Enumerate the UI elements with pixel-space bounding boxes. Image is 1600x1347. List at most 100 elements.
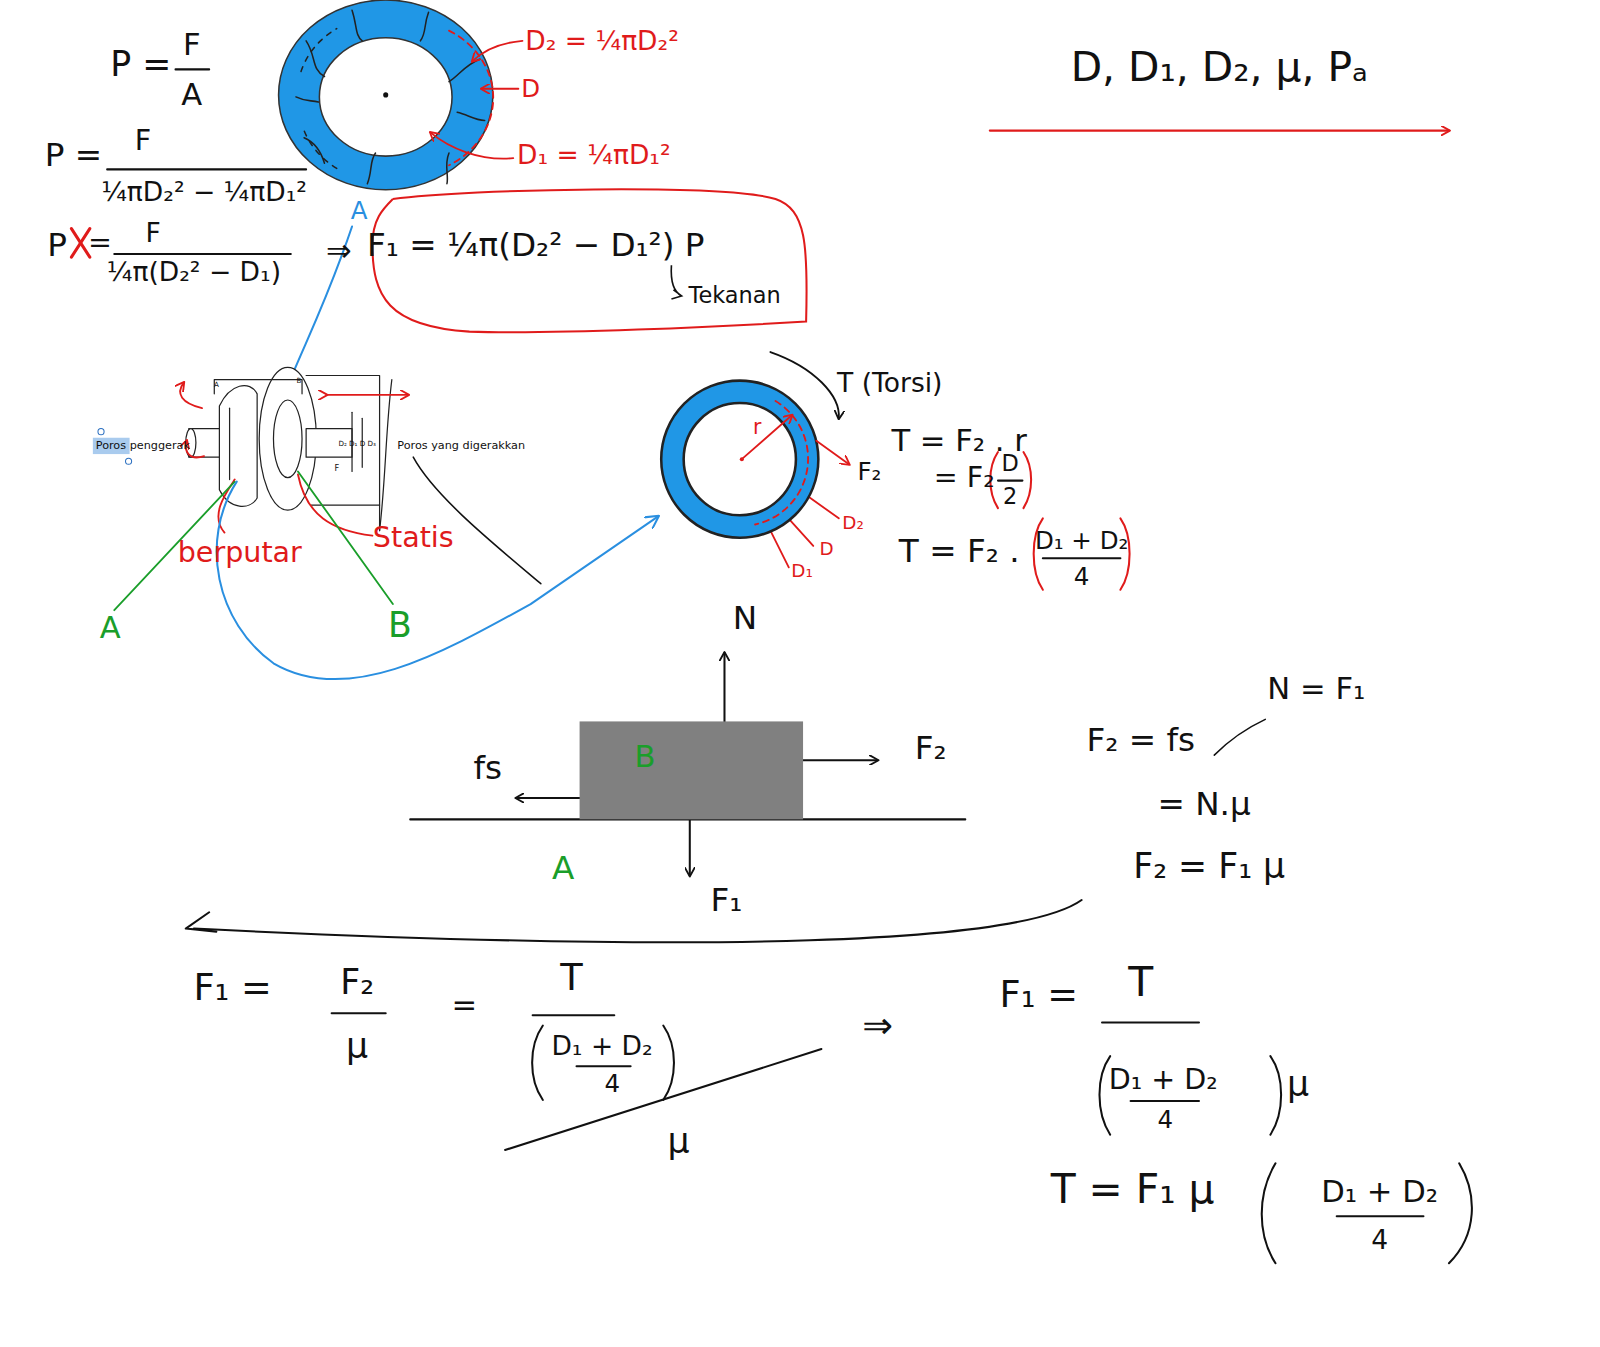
parentheses <box>532 1026 543 1100</box>
sketch-label: F₂ <box>857 459 881 483</box>
sketch-label: F <box>135 127 151 156</box>
free-body <box>516 797 586 799</box>
sketch-label: 4 <box>1371 1227 1388 1254</box>
ring-section <box>304 131 337 169</box>
parentheses <box>663 1026 674 1100</box>
sketch-label: ¼πD₂² − ¼πD₁² <box>101 179 307 206</box>
leader-lines <box>431 133 514 159</box>
sketch-label: N = F₁ <box>1267 673 1365 704</box>
sketch-label: F₁ <box>711 884 743 917</box>
ring-section <box>304 138 324 164</box>
fraction-lines <box>577 1065 631 1067</box>
ring-section <box>352 10 362 41</box>
cross-mark <box>71 229 89 258</box>
sketch-label: F₂ = F₁ μ <box>1133 848 1285 883</box>
clutch-annotations <box>114 383 658 680</box>
sketch-label: A <box>351 199 368 223</box>
sketch-label: Poros yang digerakkan <box>397 440 525 451</box>
sketch-label: 4 <box>1074 564 1090 588</box>
free-body <box>186 912 217 931</box>
sketch-label: N <box>733 601 757 634</box>
ring-torque <box>755 401 808 524</box>
ring-section <box>296 97 318 102</box>
ring-section <box>279 0 494 190</box>
node-text: B <box>634 742 655 773</box>
fraction-lines <box>332 1012 386 1014</box>
sketch-label: B <box>297 378 302 385</box>
sketch-label: ⇒ <box>862 1007 893 1044</box>
sketch-label: T = F₁ μ <box>1051 1168 1215 1209</box>
leader-lines <box>472 41 522 61</box>
parentheses <box>532 452 1472 1263</box>
sketch-label: ¼π(D₂² − D₁) <box>107 258 281 285</box>
ring-torque <box>742 415 792 459</box>
sketch-label: T <box>1128 961 1153 1002</box>
fraction-lines <box>533 1014 615 1016</box>
sketch-label: F₂ <box>915 732 947 765</box>
sketch-label: D <box>819 540 833 558</box>
sketch-label: F <box>183 30 201 61</box>
sketch-label: ⇒ <box>326 236 352 267</box>
parentheses <box>1449 1163 1472 1263</box>
fraction-lines <box>1337 1215 1424 1217</box>
clutch-illustration <box>186 367 392 530</box>
leader-lines <box>806 495 839 518</box>
sliding-block: B <box>580 721 803 819</box>
ring-section <box>367 153 375 184</box>
leader-lines <box>431 41 839 568</box>
sketch-label: A <box>552 851 574 884</box>
sketch-label: D₁ + D₂ <box>1321 1177 1438 1208</box>
sketch-label: D₁ + D₂ <box>551 1033 652 1060</box>
clutch-illustration <box>229 408 230 479</box>
clutch-annotations <box>327 394 409 396</box>
sketch-label: 2 <box>1003 486 1017 508</box>
sketch-label: μ <box>1287 1066 1309 1101</box>
sketch-label: T (Torsi) <box>837 369 942 396</box>
sketch-label: F <box>145 219 160 246</box>
ring-section <box>301 29 337 72</box>
fraction-lines <box>107 168 306 170</box>
fraction-lines <box>1102 1021 1199 1023</box>
sketch-label: D₁ = ¼πD₁² <box>517 142 671 169</box>
sketch-label: = <box>451 990 477 1021</box>
sketch-label: = <box>88 229 112 258</box>
clutch-illustration <box>219 386 257 507</box>
ring-torque <box>770 352 838 418</box>
sketch-label: D <box>1002 453 1019 475</box>
sketch-label: A <box>181 80 202 111</box>
clutch-annotations <box>180 383 202 409</box>
pointer-arrow <box>671 265 681 299</box>
link-curve <box>293 227 352 374</box>
ring-section <box>279 0 493 190</box>
cross-mark <box>71 229 89 258</box>
sketch-label: D₁ + D₂ <box>1109 1065 1218 1094</box>
sketch-label: D, D₁, D₂, μ, Pₐ <box>1071 46 1368 87</box>
highlight <box>126 458 132 464</box>
sketch-label: D₁ <box>791 561 813 579</box>
parentheses <box>1099 1056 1110 1135</box>
sketch-label: F₁ = <box>1000 977 1078 1014</box>
fraction-lines <box>1131 1100 1199 1102</box>
sketch-label: P = <box>45 139 102 172</box>
fraction-lines <box>176 68 210 70</box>
ring-section <box>449 59 480 81</box>
sketch-label: T <box>560 959 582 996</box>
ring-section <box>457 112 485 120</box>
sketch-label: P = <box>110 46 171 81</box>
sketch-label: r <box>753 416 761 436</box>
note-text: Tekanan <box>689 285 781 307</box>
sketch-label: D <box>521 77 540 101</box>
sketch-label: B <box>388 607 412 642</box>
free-body <box>194 900 1082 942</box>
sketch-label: Statis <box>373 523 454 552</box>
node-text: F₁ = ¼π(D₂² − D₁²) P <box>367 229 705 262</box>
clutch-illustration <box>306 376 379 531</box>
clutch-annotations <box>217 482 658 680</box>
clutch-illustration <box>214 380 302 394</box>
free-body <box>186 653 1266 942</box>
clutch-illustration <box>273 400 302 478</box>
underline-arrow <box>990 130 1449 132</box>
sketch-label: T = F₂ . <box>899 535 1020 568</box>
sketch-label: P <box>47 229 67 262</box>
